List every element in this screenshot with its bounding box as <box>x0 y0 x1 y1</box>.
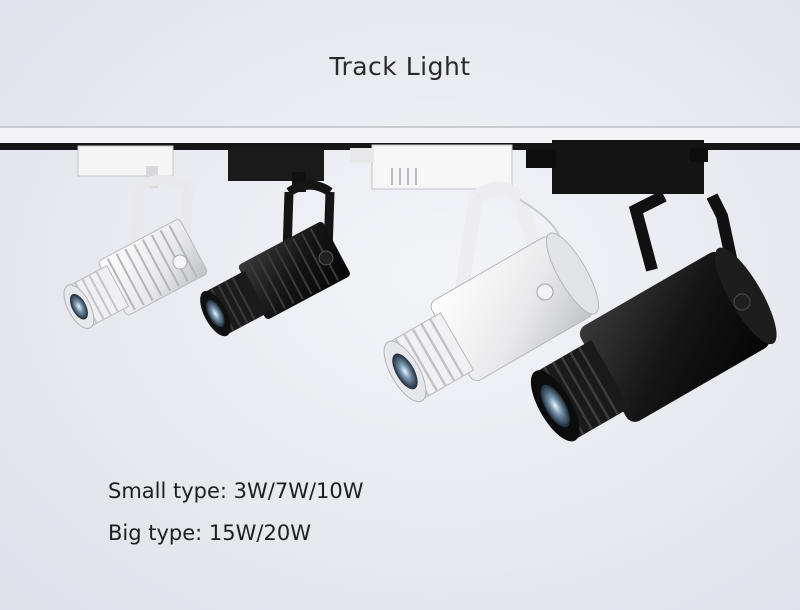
big-black-track-light <box>526 140 777 442</box>
small-white-track-light <box>63 145 208 329</box>
small-black-track-light <box>200 147 350 337</box>
big-white-track-light <box>350 144 599 403</box>
small-type-spec: Small type: 3W/7W/10W <box>108 479 364 503</box>
big-type-spec: Big type: 15W/20W <box>108 521 311 545</box>
page-title: Track Light <box>329 52 471 81</box>
